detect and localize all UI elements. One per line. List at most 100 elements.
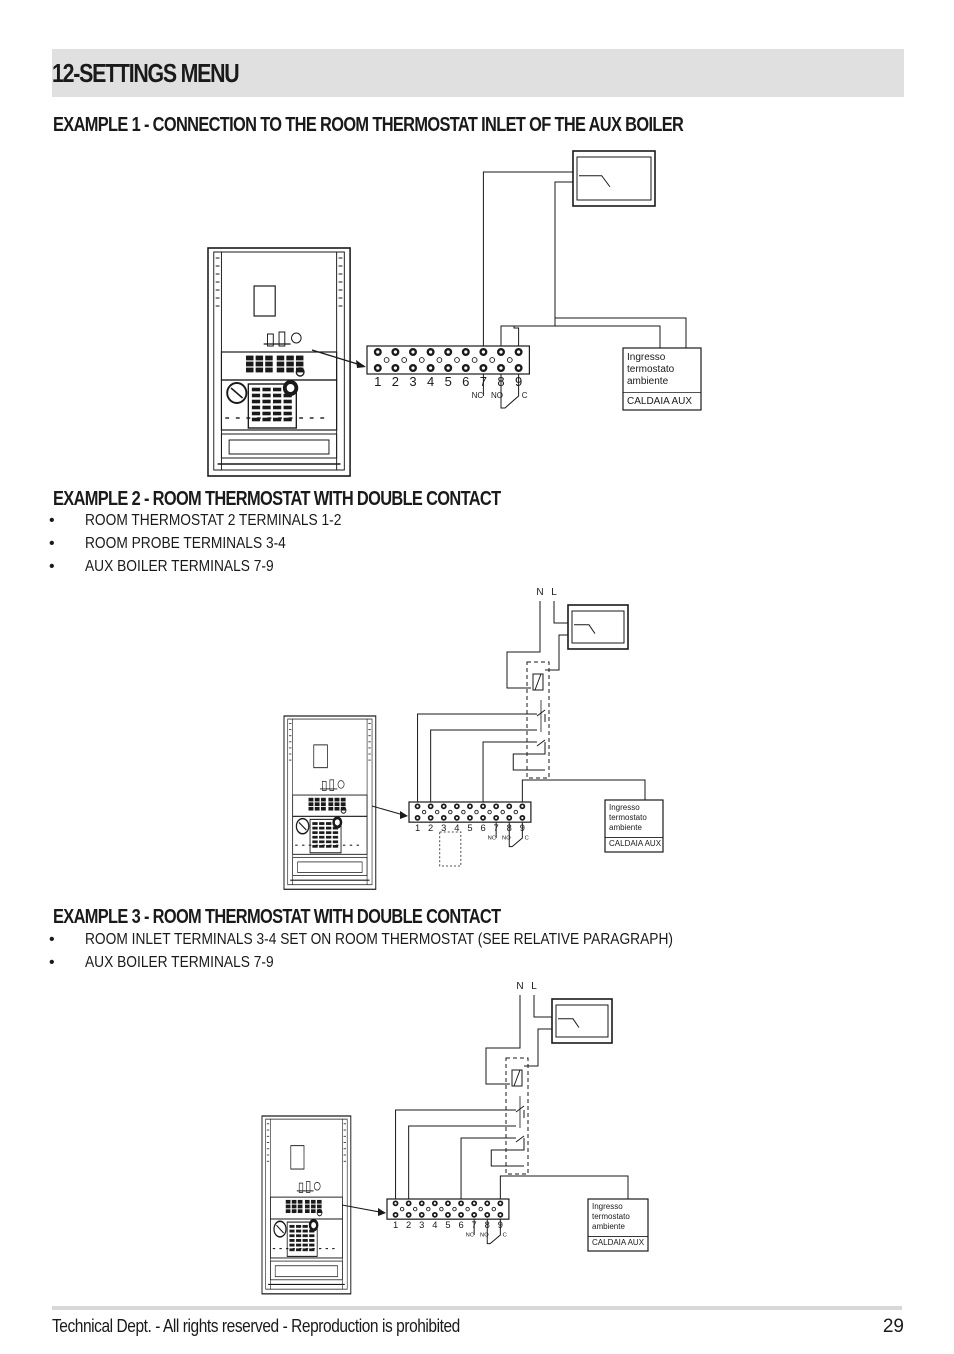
wiring-line bbox=[464, 366, 468, 370]
wiring-line bbox=[302, 1243, 308, 1247]
wiring-line bbox=[482, 171, 573, 346]
room-thermostat bbox=[551, 998, 613, 1044]
wiring-line bbox=[283, 715, 377, 890]
terminal-number: 4 bbox=[454, 823, 459, 833]
wiring-line bbox=[292, 856, 368, 876]
terminal-number: 6 bbox=[462, 374, 469, 389]
wiring-line bbox=[512, 742, 546, 771]
wiring-line bbox=[251, 417, 261, 422]
wiring-line bbox=[251, 387, 261, 392]
wiring-line bbox=[332, 844, 339, 848]
wiring-line bbox=[297, 1199, 303, 1204]
wiring-line bbox=[474, 809, 479, 815]
contact-label-no: NO bbox=[502, 835, 511, 841]
wiring-line bbox=[393, 350, 397, 354]
wiring-line bbox=[468, 805, 472, 808]
wiring-line bbox=[319, 835, 325, 839]
wiring-line bbox=[340, 802, 346, 806]
wiring-line bbox=[574, 624, 596, 634]
wiring-line bbox=[416, 805, 419, 808]
wiring-line bbox=[407, 1202, 410, 1205]
wiring-line bbox=[267, 333, 274, 347]
wiring-line bbox=[298, 1182, 304, 1193]
wiring-line bbox=[408, 801, 532, 823]
wiring-line bbox=[572, 150, 656, 207]
wiring-line bbox=[251, 405, 261, 410]
wiring-line bbox=[309, 1239, 315, 1242]
wiring-line bbox=[524, 1028, 552, 1067]
wiring-line bbox=[265, 1118, 348, 1290]
wiring-line bbox=[312, 822, 318, 825]
wiring-line bbox=[515, 1105, 525, 1113]
wiring-line bbox=[394, 1213, 397, 1216]
wiring-line bbox=[265, 355, 273, 361]
terminal-number: 3 bbox=[419, 1220, 424, 1230]
wiring-line bbox=[517, 366, 521, 370]
wiring-line bbox=[442, 805, 445, 808]
wiring-line bbox=[481, 366, 485, 370]
wiring-line bbox=[272, 405, 282, 410]
wiring-line bbox=[421, 809, 427, 815]
wiring-line bbox=[319, 822, 325, 825]
wiring-line bbox=[262, 399, 271, 404]
terminal-number: 1 bbox=[415, 823, 420, 833]
wiring-line bbox=[420, 1213, 423, 1216]
wiring-line bbox=[302, 1239, 308, 1242]
wiring-line bbox=[489, 357, 496, 363]
wiring-line bbox=[286, 355, 294, 361]
terminal-number: 1 bbox=[374, 374, 381, 389]
wiring-line bbox=[486, 1219, 501, 1245]
wiring-line bbox=[429, 805, 432, 808]
contact-label-no: NO bbox=[480, 1232, 489, 1238]
wiring-line bbox=[436, 357, 443, 363]
aux-box-line2: termostato bbox=[609, 813, 647, 822]
wiring-line bbox=[297, 1209, 303, 1214]
wiring-line bbox=[262, 387, 271, 392]
wiring-line bbox=[426, 1206, 431, 1212]
wiring-line bbox=[494, 816, 498, 819]
wiring-line bbox=[308, 797, 314, 802]
wiring-line bbox=[289, 1224, 295, 1228]
wiring-line bbox=[486, 1202, 489, 1205]
wiring-line bbox=[325, 835, 332, 839]
terminal-number: 6 bbox=[480, 823, 485, 833]
wiring-line bbox=[486, 1213, 489, 1216]
wiring-line bbox=[311, 1222, 316, 1229]
wiring-line bbox=[517, 350, 521, 354]
wiring-line bbox=[328, 806, 334, 811]
wiring-line bbox=[272, 387, 282, 392]
wiring-line bbox=[383, 357, 390, 363]
wiring-line bbox=[325, 844, 332, 848]
wiring-line bbox=[308, 802, 314, 806]
wiring-line bbox=[265, 367, 273, 373]
room-probe bbox=[439, 831, 462, 867]
wiring-line bbox=[490, 1138, 525, 1167]
contact-label-c: C bbox=[503, 1232, 507, 1238]
wiring-line bbox=[513, 325, 661, 348]
wiring-line bbox=[251, 411, 261, 416]
wiring-line bbox=[306, 1181, 311, 1193]
aux-box-footer: CALDAIA AUX bbox=[609, 839, 662, 848]
wiring-line bbox=[555, 1004, 609, 1038]
wiring-line bbox=[325, 826, 332, 830]
aux-box-line1: Ingresso bbox=[609, 803, 640, 812]
terminal-number: 2 bbox=[392, 374, 399, 389]
wiring-line bbox=[521, 805, 524, 808]
wiring-line bbox=[366, 345, 530, 375]
wiring-line bbox=[491, 1206, 496, 1212]
wiring-line bbox=[312, 826, 318, 830]
wiring-line bbox=[286, 367, 294, 373]
wiring-line bbox=[332, 835, 339, 839]
wiring-line bbox=[521, 816, 524, 819]
wiring-line bbox=[446, 1213, 450, 1216]
wiring-line bbox=[220, 379, 338, 431]
supply-label-n: N bbox=[536, 587, 543, 598]
example-3-heading: EXAMPLE 3 - ROOM THERMOSTAT WITH DOUBLE … bbox=[53, 906, 501, 928]
wiring-line bbox=[558, 1018, 580, 1028]
aux-box-line3: ambiente bbox=[592, 1222, 625, 1231]
